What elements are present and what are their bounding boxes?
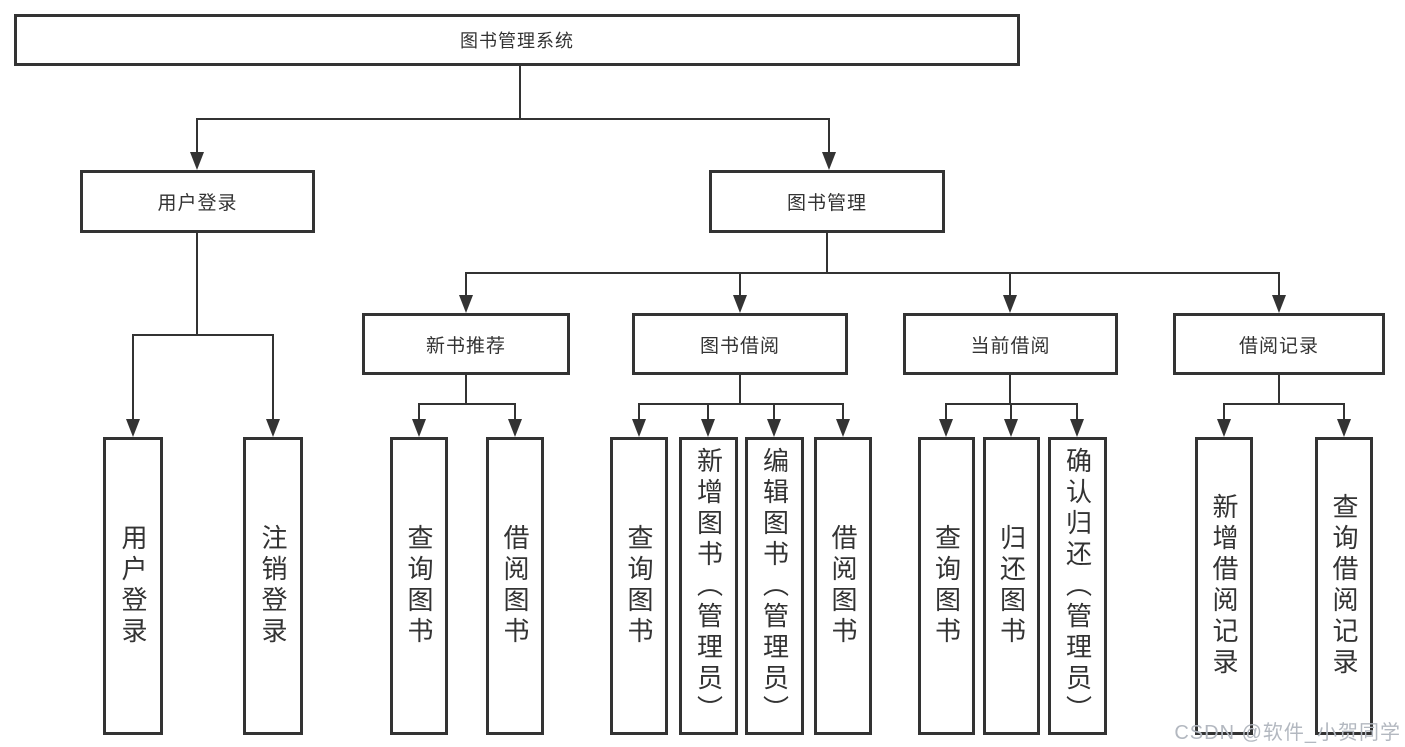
connector-segment — [773, 403, 775, 421]
leaf-borrow-query-books: 查询图书 — [610, 437, 668, 735]
arrowhead — [701, 419, 715, 437]
connector-segment — [418, 403, 516, 405]
connector-segment — [1278, 272, 1280, 297]
connector-segment — [1076, 403, 1078, 421]
node-label: 查询借阅记录 — [1329, 493, 1359, 679]
node-label: 注销登录 — [258, 524, 288, 648]
arrowhead — [1272, 295, 1286, 313]
arrowhead — [459, 295, 473, 313]
connector-segment — [132, 334, 134, 421]
node-label: 新增借阅记录 — [1209, 493, 1239, 679]
node-book-borrowing: 图书借阅 — [632, 313, 848, 375]
connector-segment — [1010, 403, 1012, 421]
node-label: 查询图书 — [931, 524, 962, 648]
arrowhead — [508, 419, 522, 437]
leaf-logout: 注销登录 — [243, 437, 303, 735]
connector-segment — [707, 403, 709, 421]
node-label: 确认归还（管理员） — [1062, 446, 1093, 726]
arrowhead — [836, 419, 850, 437]
leaf-current-query-books: 查询图书 — [918, 437, 975, 735]
leaf-newrec-borrow-books: 借阅图书 — [486, 437, 544, 735]
arrowhead — [1217, 419, 1231, 437]
node-label: 查询图书 — [624, 524, 654, 648]
connector-segment — [826, 233, 828, 274]
csdn-watermark: CSDN @软件_小贺同学 — [1174, 722, 1401, 744]
node-label: 借阅记录 — [1238, 335, 1319, 357]
node-new-book-recommend: 新书推荐 — [362, 313, 570, 375]
node-label: 用户登录 — [118, 524, 148, 648]
node-label: 借阅图书 — [500, 524, 530, 648]
leaf-add-books-admin: 新增图书（管理员） — [679, 437, 738, 735]
node-label: 图书管理系统 — [460, 31, 574, 51]
arrowhead — [190, 152, 204, 170]
node-label: 借阅图书 — [828, 524, 858, 648]
arrowhead — [1337, 419, 1351, 437]
connector-segment — [465, 272, 467, 297]
connector-segment — [638, 403, 640, 421]
connector-segment — [196, 233, 198, 336]
connector-segment — [1009, 272, 1011, 297]
arrowhead — [632, 419, 646, 437]
arrowhead — [733, 295, 747, 313]
arrowhead — [126, 419, 140, 437]
node-label: 编辑图书（管理员） — [759, 446, 790, 726]
connector-segment — [945, 403, 947, 421]
node-label: 归还图书 — [996, 524, 1027, 648]
connector-segment — [739, 375, 741, 405]
arrowhead — [939, 419, 953, 437]
connector-segment — [1223, 403, 1225, 421]
arrowhead — [767, 419, 781, 437]
node-label: 新增图书（管理员） — [693, 446, 724, 726]
leaf-newrec-query-books: 查询图书 — [390, 437, 448, 735]
node-root-system: 图书管理系统 — [14, 14, 1020, 66]
connector-segment — [739, 272, 741, 297]
arrowhead — [1070, 419, 1084, 437]
connector-segment — [514, 403, 516, 421]
connector-segment — [1343, 403, 1345, 421]
node-book-management: 图书管理 — [709, 170, 945, 233]
node-label: 图书借阅 — [699, 335, 780, 357]
connector-segment — [1223, 403, 1345, 405]
connector-segment — [1278, 375, 1280, 405]
leaf-user-login: 用户登录 — [103, 437, 163, 735]
leaf-edit-books-admin: 编辑图书（管理员） — [745, 437, 804, 735]
node-current-borrowing: 当前借阅 — [903, 313, 1118, 375]
node-label: 当前借阅 — [970, 335, 1051, 357]
node-label: 查询图书 — [404, 524, 434, 648]
node-label: 用户登录 — [157, 193, 238, 214]
arrowhead — [1004, 419, 1018, 437]
node-user-login: 用户登录 — [80, 170, 315, 233]
connector-segment — [196, 118, 198, 154]
connector-segment — [272, 334, 274, 421]
leaf-add-borrow-record: 新增借阅记录 — [1195, 437, 1253, 735]
connector-segment — [519, 66, 521, 119]
leaf-return-books: 归还图书 — [983, 437, 1040, 735]
arrowhead — [412, 419, 426, 437]
connector-segment — [465, 272, 1280, 274]
connector-segment — [842, 403, 844, 421]
arrowhead — [1003, 295, 1017, 313]
node-borrowing-records: 借阅记录 — [1173, 313, 1385, 375]
connector-segment — [638, 403, 844, 405]
connector-segment — [196, 118, 830, 120]
arrowhead — [266, 419, 280, 437]
leaf-query-borrow-record: 查询借阅记录 — [1315, 437, 1373, 735]
connector-segment — [465, 375, 467, 405]
node-label: 图书管理 — [786, 193, 867, 214]
connector-segment — [828, 118, 830, 154]
connector-segment — [1009, 375, 1011, 405]
node-label: 新书推荐 — [425, 335, 506, 357]
leaf-borrow-books: 借阅图书 — [814, 437, 872, 735]
arrowhead — [822, 152, 836, 170]
connector-segment — [132, 334, 274, 336]
connector-segment — [418, 403, 420, 421]
leaf-confirm-return-admin: 确认归还（管理员） — [1048, 437, 1107, 735]
